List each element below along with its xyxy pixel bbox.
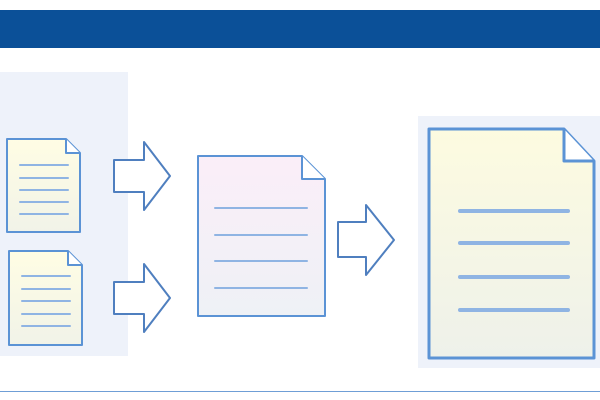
right-arrow-icon [337, 204, 395, 276]
source-document-2 [8, 250, 83, 346]
source-document-1 [6, 138, 81, 233]
document-icon [8, 250, 83, 346]
right-arrow-icon [113, 263, 171, 333]
merged-document [197, 155, 326, 317]
document-icon [6, 138, 81, 233]
right-arrow-icon [113, 141, 171, 211]
output-document [427, 127, 596, 360]
header-bar [0, 10, 600, 48]
footer-divider [0, 391, 600, 392]
document-icon [197, 155, 326, 317]
document-icon [427, 127, 596, 360]
